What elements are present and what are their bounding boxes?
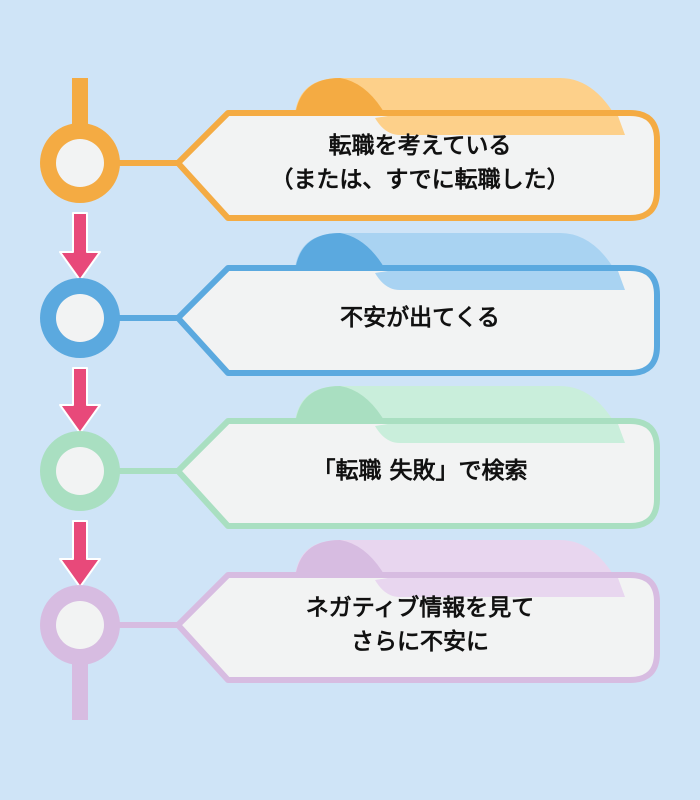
timeline-node-inner [56, 601, 104, 649]
step-label-line: 転職を考えている [328, 133, 512, 159]
connector-line [110, 468, 180, 474]
step-label-line: ネガティブ情報を見て [305, 595, 535, 621]
box-tab-fold [375, 578, 625, 597]
step-label: ネガティブ情報を見てさらに不安に [190, 591, 650, 659]
step-label-line: 不安が出てくる [340, 305, 500, 331]
connector-line [110, 622, 180, 628]
box-tab-fold [375, 424, 625, 443]
step-label: 不安が出てくる [190, 301, 650, 335]
step-label: 転職を考えている （または、すでに転職した） [190, 129, 650, 197]
step-label-line: （または、すでに転職した） [270, 167, 570, 193]
timeline-top-stem [72, 78, 88, 128]
timeline-bottom-stem [72, 660, 88, 720]
down-arrow-icon [59, 212, 101, 281]
step-label: 「転職 失敗」で検索 [190, 454, 650, 488]
timeline-node-inner [56, 447, 104, 495]
step-box [175, 572, 660, 683]
step-label-line: 「転職 失敗」で検索 [312, 458, 528, 484]
timeline-node-inner [56, 139, 104, 187]
connector-line [110, 315, 180, 321]
down-arrow-icon [59, 520, 101, 588]
timeline-node-inner [56, 294, 104, 342]
step-box [175, 265, 660, 376]
step-label-line: さらに不安に [351, 629, 489, 655]
box-tab-fold [375, 116, 625, 135]
down-arrow-icon [59, 367, 101, 434]
step-box [175, 110, 660, 221]
connector-line [110, 160, 180, 166]
box-tab-fold [375, 271, 625, 290]
step-box [175, 418, 660, 529]
